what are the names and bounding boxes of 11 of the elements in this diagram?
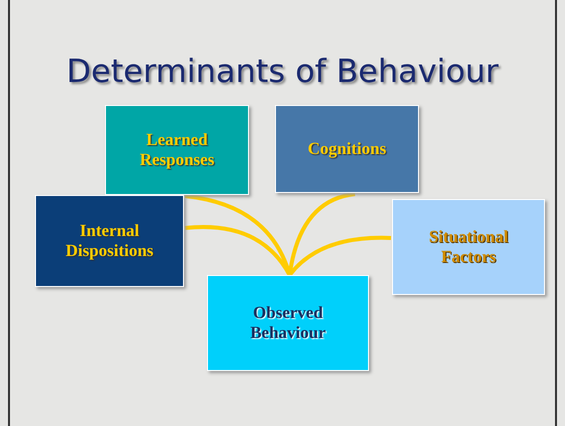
box-label: Situational Factors bbox=[428, 227, 510, 267]
text-box bbox=[392, 199, 545, 295]
box-label: Learned Responses bbox=[138, 130, 216, 170]
box-label: Observed Behaviour bbox=[249, 303, 327, 343]
text-box bbox=[105, 105, 249, 195]
text-box bbox=[35, 195, 184, 287]
box-label: Cognitions bbox=[306, 139, 388, 159]
box-label: Internal Dispositions bbox=[64, 221, 154, 261]
title: Determinants of Behaviour bbox=[65, 52, 500, 90]
text-box bbox=[207, 275, 369, 371]
text-box bbox=[275, 105, 419, 193]
